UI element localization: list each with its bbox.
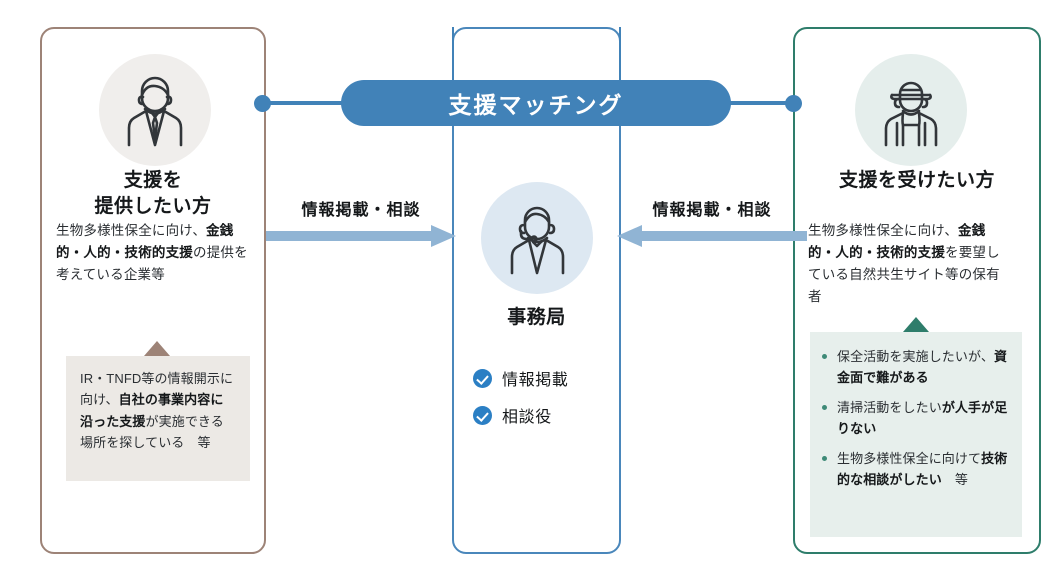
matching-banner-label: 支援マッチング: [448, 92, 624, 118]
card-title-secretariat: 事務局: [507, 307, 566, 328]
card-title-receiver: 支援を受けたい方: [838, 170, 995, 191]
connector-dot-right: [785, 95, 802, 112]
list-item: 情報掲載: [473, 366, 613, 390]
list-item: 相談役: [473, 403, 613, 427]
list-item: 保全活動を実施したいが、資金面で難がある: [820, 346, 1012, 388]
card-title-provider-line2: 提供したい方: [94, 195, 212, 217]
connector-dot-left: [254, 95, 271, 112]
matching-banner: 支援マッチング: [341, 80, 731, 126]
note-box-provider: IR・TNFD等の情報開示に向け、自社の事業内容に沿った支援が実施できる場所を探…: [66, 356, 250, 481]
secretariat-service-list: 情報掲載 相談役: [473, 366, 613, 440]
card-title-provider: 支援を 提供したい方: [40, 168, 266, 219]
businessman-avatar-icon: [99, 54, 211, 166]
card-title-provider-line1: 支援を: [123, 170, 183, 191]
flow-label-left: 情報掲載・相談: [301, 202, 421, 219]
check-circle-icon: [473, 405, 492, 425]
flow-arrow-right-direction: [266, 225, 456, 247]
card-description-receiver: 生物多様性保全に向け、金銭的・人的・技術的支援を要望している自然共生サイト等の保…: [808, 223, 1000, 304]
operator-headset-avatar-icon: [481, 182, 593, 294]
flow-label-right: 情報掲載・相談: [652, 202, 772, 219]
list-item: 生物多様性保全に向けて技術的な相談がしたい 等: [820, 448, 1012, 490]
receiver-bullet-list: 保全活動を実施したいが、資金面で難がある清掃活動をしたいが人手が足りない生物多様…: [820, 346, 1012, 490]
banner-stub-right: [619, 27, 621, 83]
note-box-receiver: 保全活動を実施したいが、資金面で難がある清掃活動をしたいが人手が足りない生物多様…: [810, 332, 1022, 537]
banner-stub-left: [452, 27, 454, 83]
list-item: 清掃活動をしたいが人手が足りない: [820, 397, 1012, 439]
pointer-triangle-receiver: [903, 317, 929, 332]
farmer-avatar-icon: [855, 54, 967, 166]
check-circle-icon: [473, 368, 492, 388]
check-label: 相談役: [502, 409, 552, 426]
card-description-provider: 生物多様性保全に向け、金銭的・人的・技術的支援の提供を考えている企業等: [56, 223, 248, 282]
banner-connector-left: [262, 101, 346, 105]
flow-arrow-left-direction: [617, 225, 807, 247]
pointer-triangle-provider: [144, 341, 170, 356]
banner-connector-right: [726, 101, 796, 105]
check-label: 情報掲載: [502, 372, 569, 389]
